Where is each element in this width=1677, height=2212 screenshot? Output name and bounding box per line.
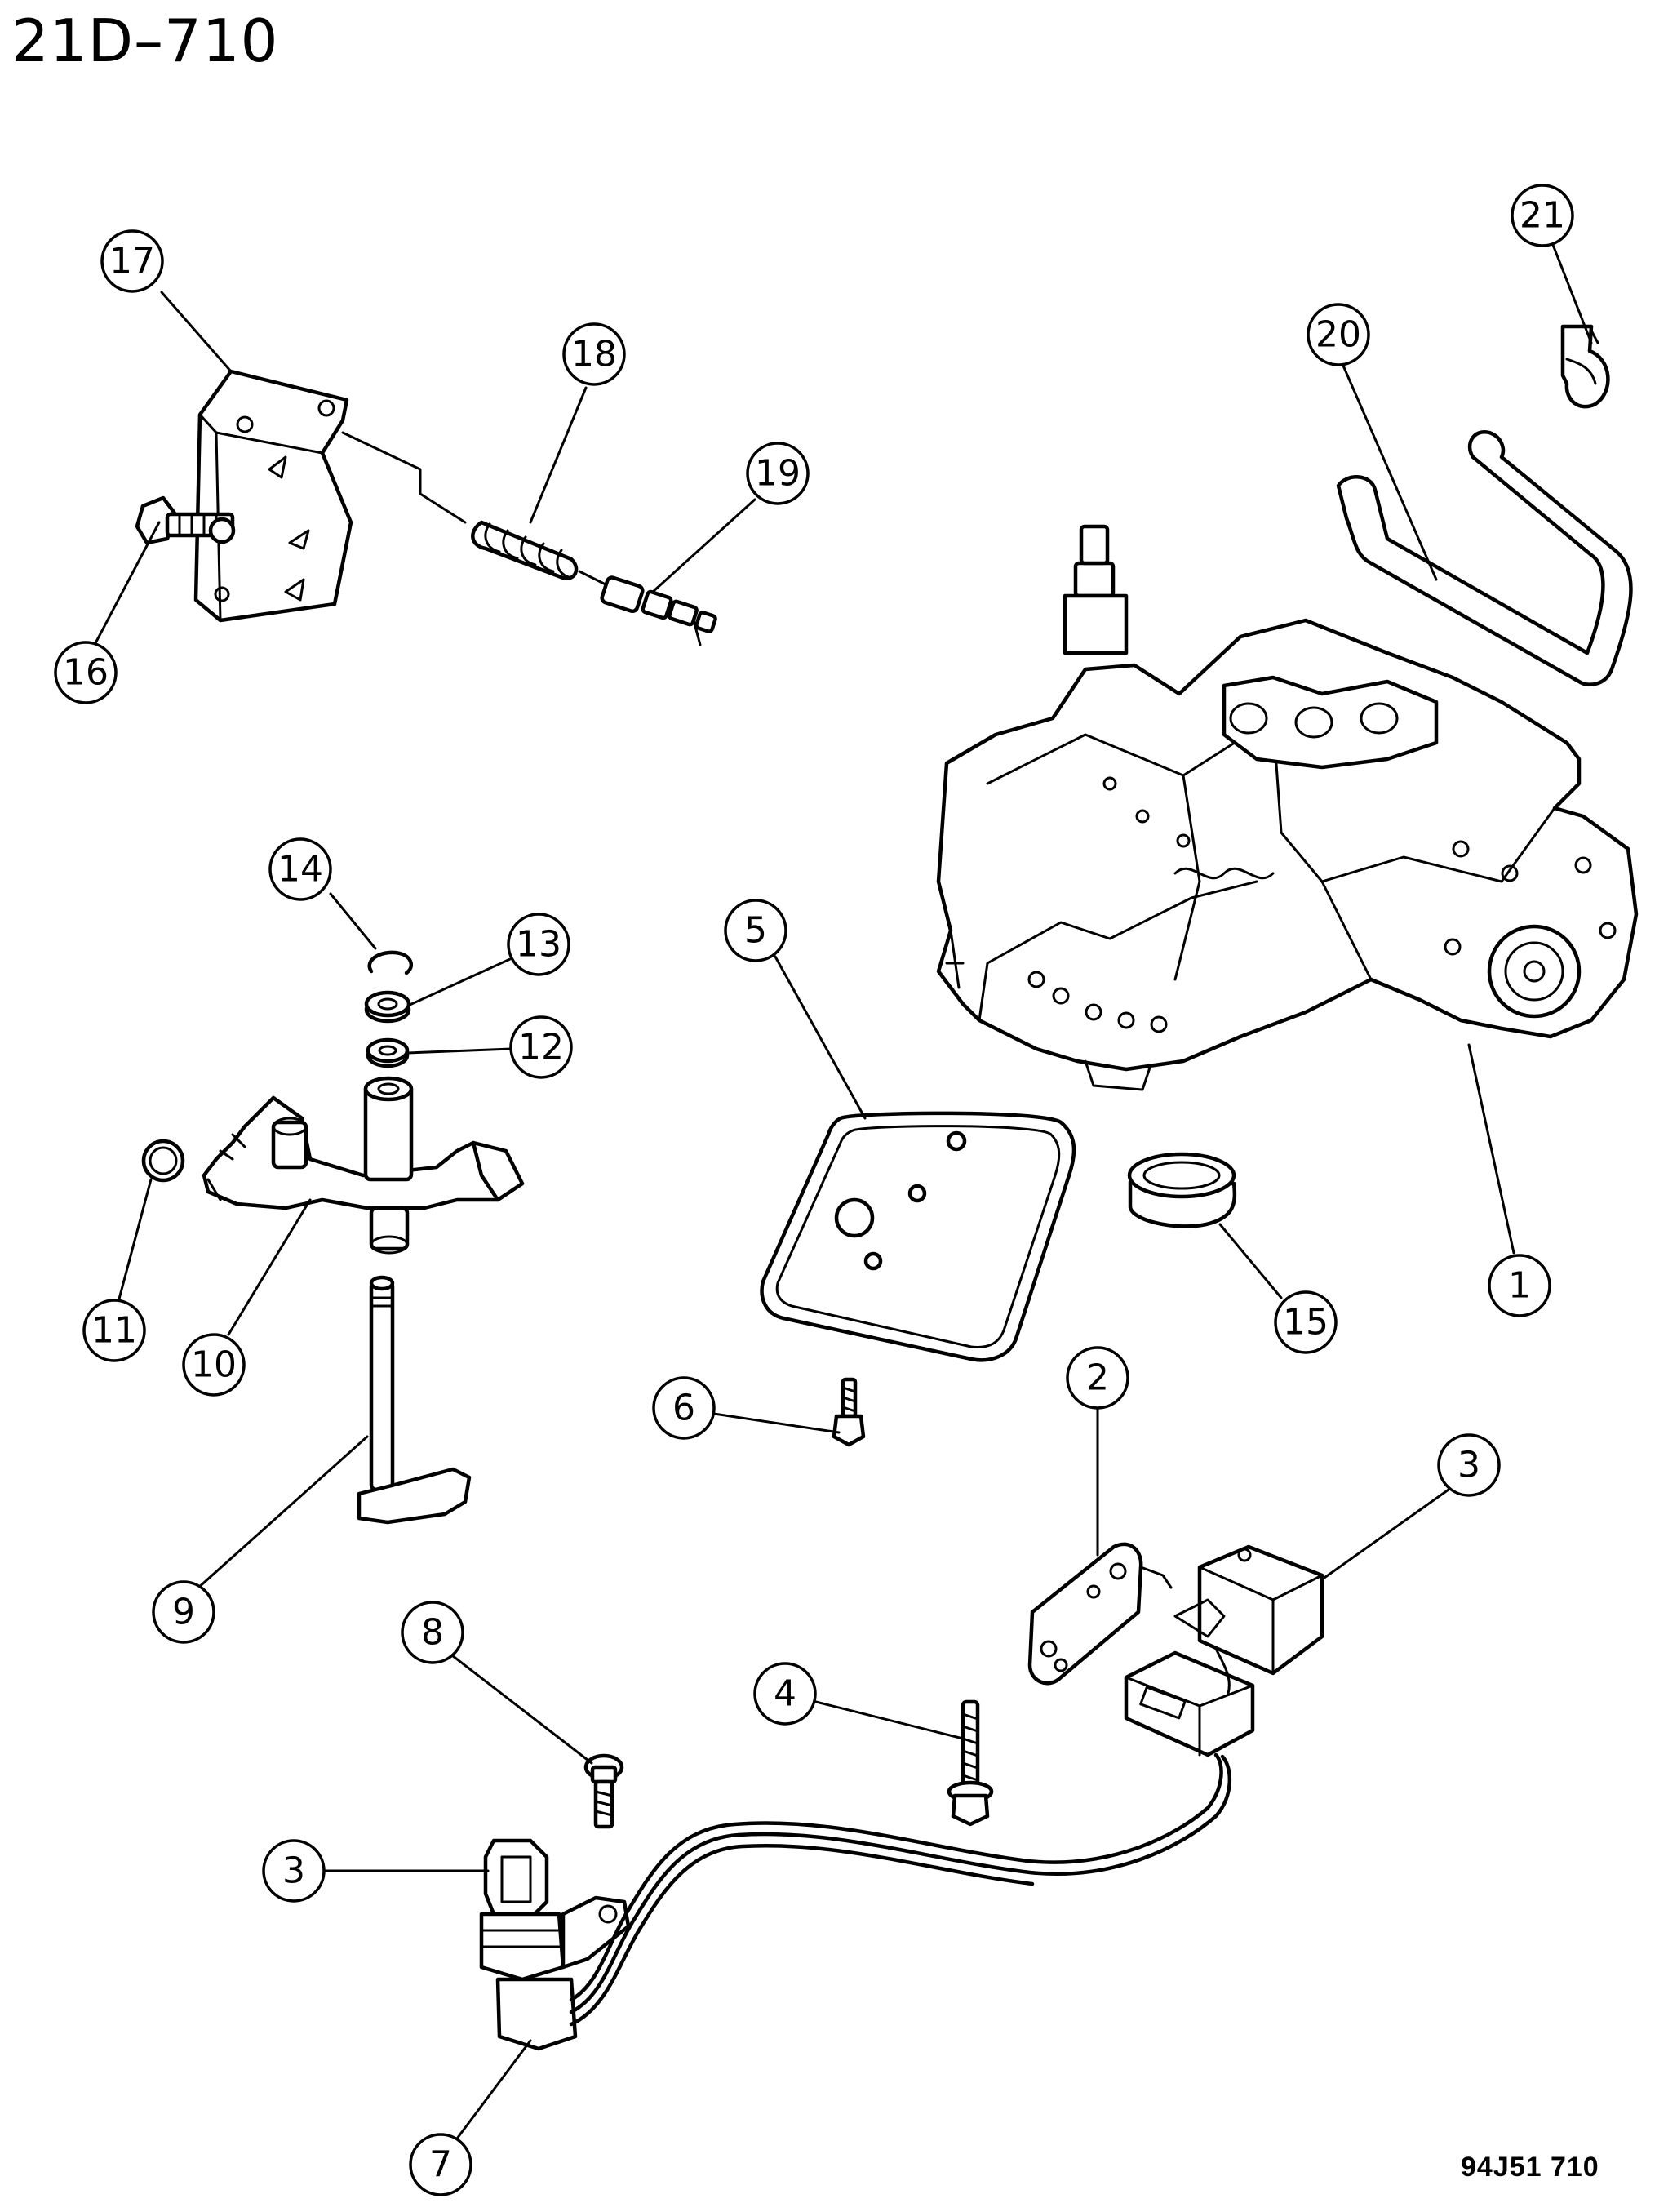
callout-19-label: 19 — [755, 453, 801, 495]
callout-21: 21 — [1511, 184, 1574, 247]
callout-6: 6 — [652, 1376, 716, 1440]
part-14-snap-ring — [367, 950, 414, 975]
callout-15-label: 15 — [1283, 1302, 1329, 1344]
part-20-tube — [1336, 430, 1633, 686]
part-13-washer — [364, 990, 411, 1024]
callout-12-label: 12 — [518, 1027, 564, 1068]
leader-lines — [87, 243, 1593, 2140]
figure-code: 94J51 710 — [1461, 2152, 1599, 2183]
callout-5: 5 — [724, 899, 787, 962]
callout-10-label: 10 — [191, 1344, 237, 1386]
callout-4-label: 4 — [774, 1673, 796, 1715]
callout-17: 17 — [100, 229, 164, 293]
callout-6-label: 6 — [672, 1388, 695, 1429]
callout-18: 18 — [562, 322, 626, 386]
callout-7-label: 7 — [429, 2144, 452, 2186]
part-6-screw — [832, 1377, 866, 1447]
callout-3-lower-label: 3 — [282, 1850, 305, 1892]
part-2-plate — [1027, 1542, 1173, 1686]
callout-1-label: 1 — [1508, 1265, 1531, 1307]
callout-1: 1 — [1488, 1254, 1551, 1317]
callout-13-label: 13 — [516, 924, 561, 966]
part-18-spring — [471, 520, 579, 580]
callout-18-label: 18 — [571, 334, 617, 375]
part-1-valve-body — [936, 524, 1639, 1091]
callout-20: 20 — [1307, 303, 1370, 366]
callout-9-label: 9 — [172, 1592, 195, 1633]
callout-10: 10 — [182, 1333, 246, 1397]
part-8-screw — [583, 1753, 624, 1829]
callout-19: 19 — [746, 442, 810, 505]
callout-16-label: 16 — [63, 652, 109, 694]
callout-3-lower: 3 — [262, 1839, 326, 1903]
part-16-bolt — [135, 495, 236, 545]
callout-14-label: 14 — [277, 849, 323, 891]
callout-9: 9 — [152, 1580, 215, 1644]
page-title: 21D–710 — [11, 7, 279, 75]
part-19-valve — [600, 575, 717, 646]
part-11-o-ring — [141, 1139, 185, 1183]
callout-15: 15 — [1274, 1290, 1338, 1354]
part-4-screw — [947, 1699, 994, 1827]
callout-3-upper-label: 3 — [1457, 1445, 1480, 1486]
part-15-seal — [1127, 1152, 1237, 1228]
callout-8: 8 — [401, 1601, 464, 1664]
callout-13: 13 — [507, 913, 570, 976]
part-12-seal — [366, 1037, 410, 1068]
callout-20-label: 20 — [1315, 314, 1361, 356]
part-9-shaft — [357, 1275, 472, 1525]
callout-3-upper: 3 — [1437, 1433, 1501, 1497]
callout-11: 11 — [82, 1299, 146, 1362]
part-3-solenoid-switch — [1124, 1544, 1324, 1757]
callout-14: 14 — [268, 837, 332, 901]
callout-17-label: 17 — [109, 241, 155, 282]
part-7-sensor — [479, 1752, 1231, 2051]
callout-8-label: 8 — [421, 1612, 444, 1654]
callout-12: 12 — [509, 1015, 573, 1079]
part-5-gasket — [760, 1111, 1076, 1362]
callout-16: 16 — [54, 641, 118, 704]
callout-4: 4 — [753, 1662, 817, 1726]
part-17-bracket — [193, 369, 353, 623]
callout-2-label: 2 — [1086, 1357, 1109, 1399]
callout-11-label: 11 — [91, 1310, 137, 1352]
callout-5-label: 5 — [744, 910, 767, 952]
part-10-lever — [202, 1076, 525, 1255]
part-21-clip — [1560, 324, 1610, 409]
callout-21-label: 21 — [1520, 195, 1565, 237]
callout-7: 7 — [409, 2133, 472, 2196]
callout-2: 2 — [1066, 1346, 1129, 1410]
